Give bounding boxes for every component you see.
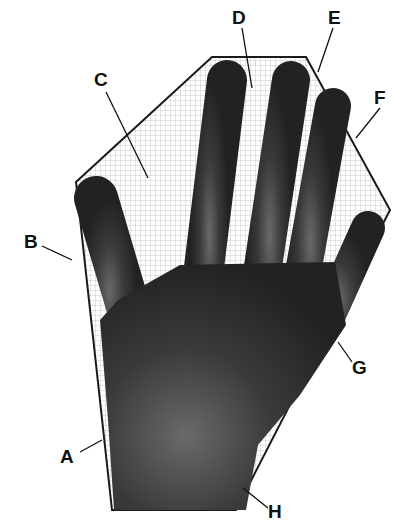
part-letter: B [24,232,38,251]
part-letter: H [268,502,282,521]
part-letter: D [232,8,246,27]
leader-lines [42,28,380,508]
part-letter: F [374,88,386,107]
palm [100,262,346,510]
part-letter: G [352,358,367,377]
part-letter: A [60,447,74,466]
convex-hull [76,57,390,510]
part-letter: E [328,8,341,27]
part-letter: C [94,70,108,89]
